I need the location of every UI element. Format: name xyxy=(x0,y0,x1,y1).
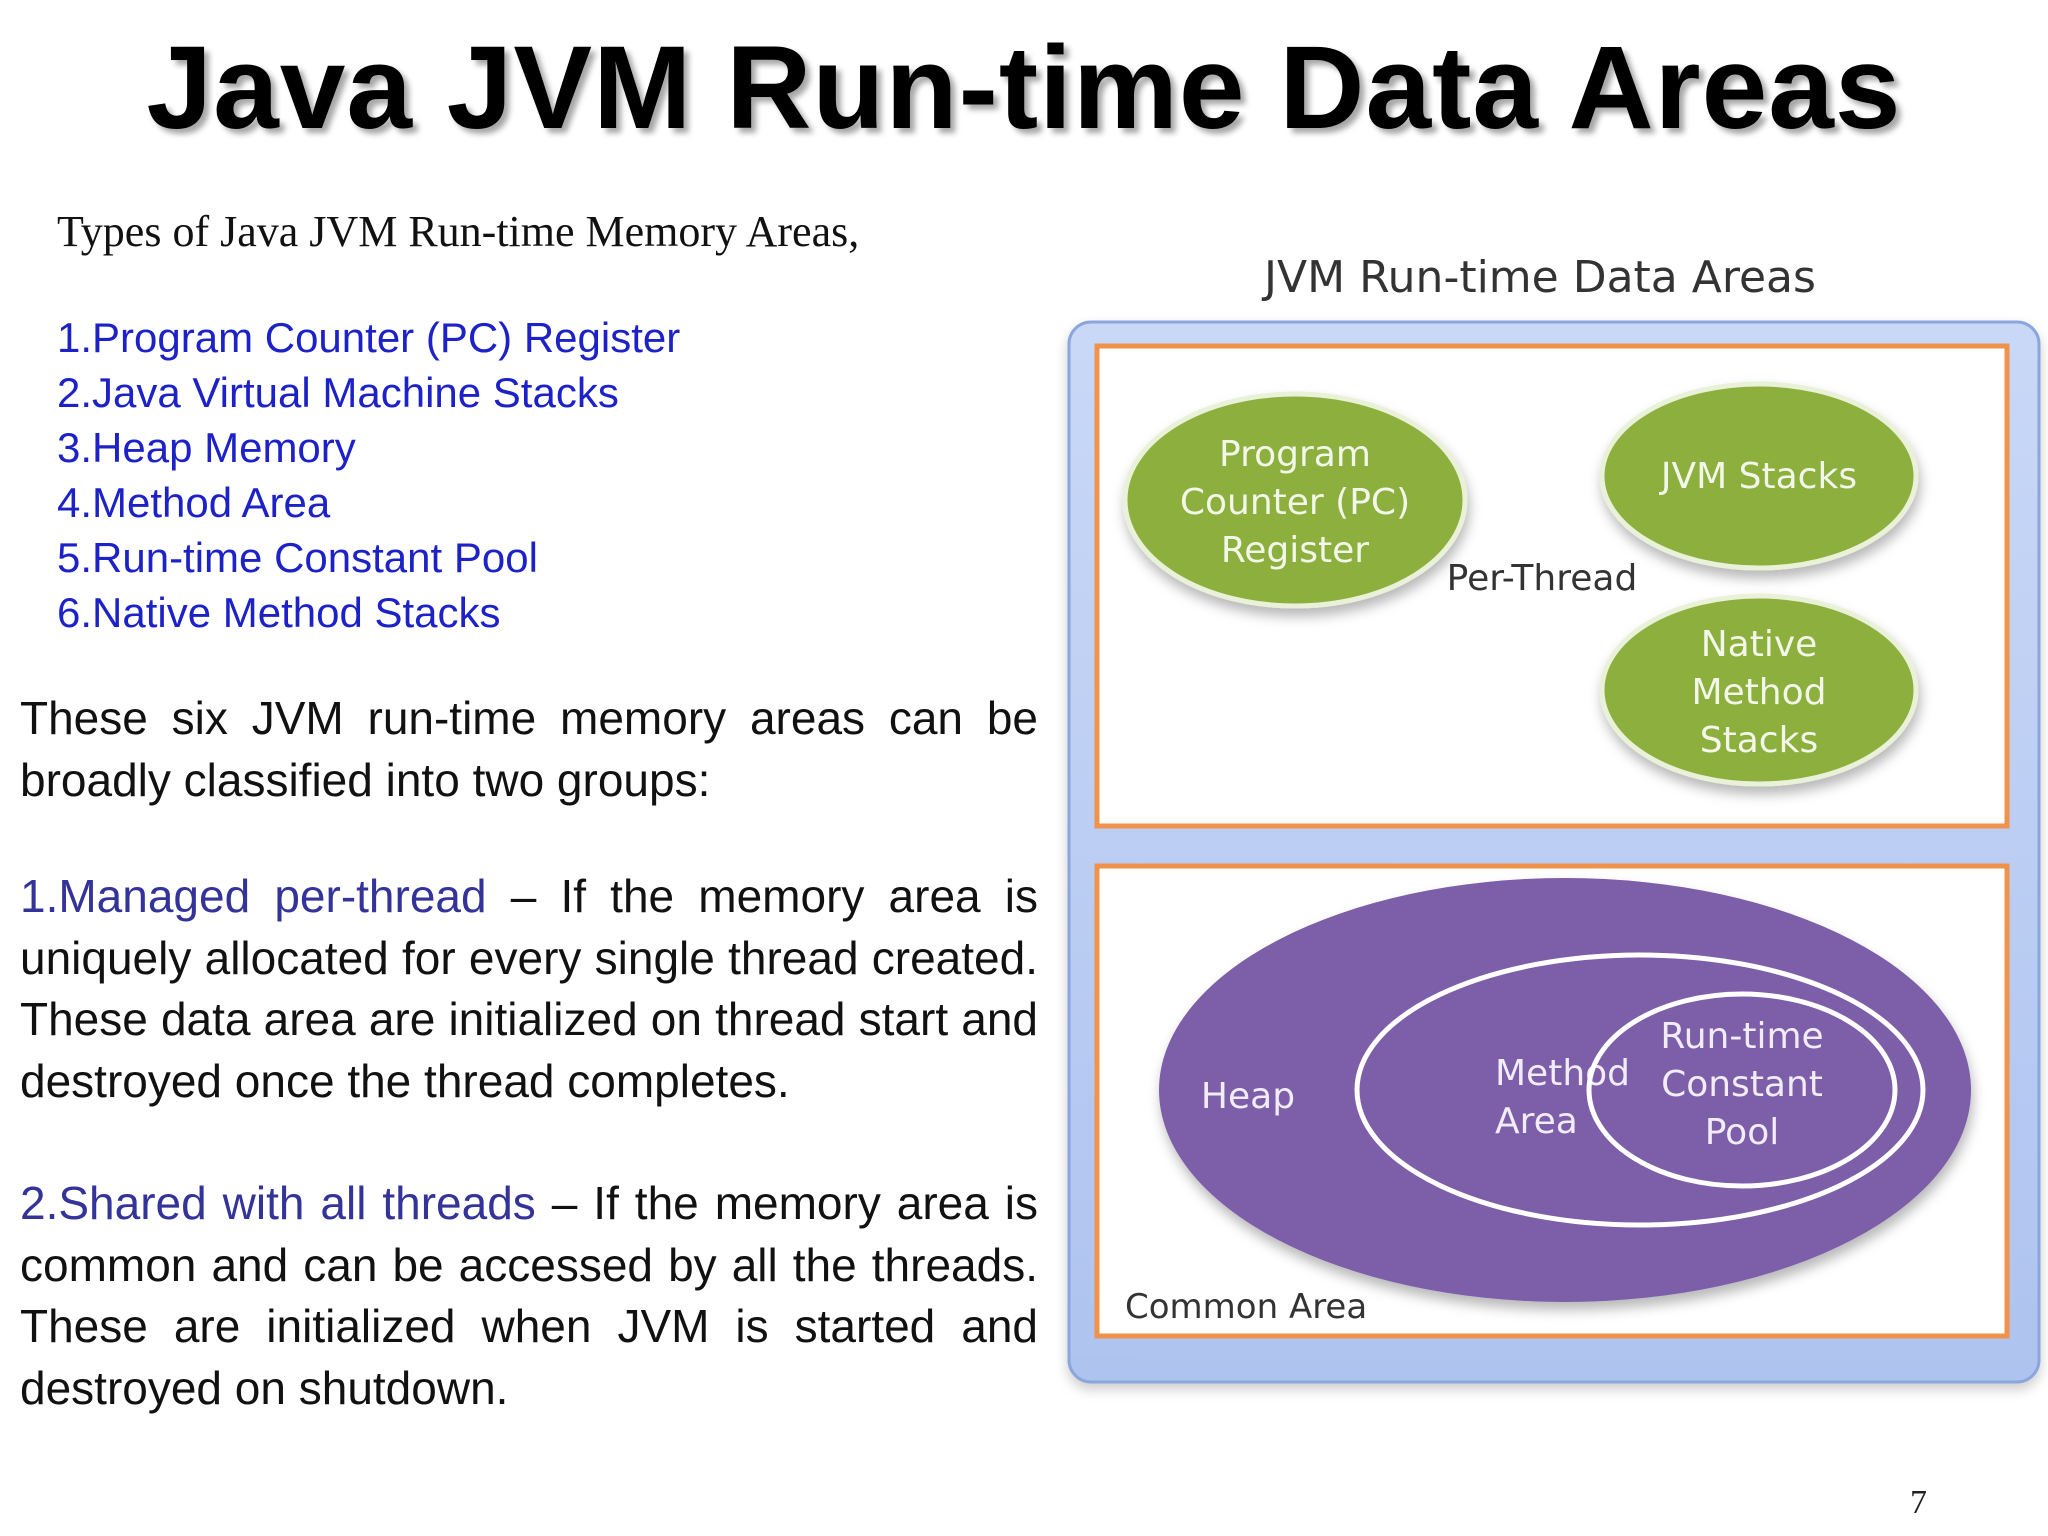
constant-pool-ellipse xyxy=(1586,991,1898,1189)
method-area-label-1: Method xyxy=(1495,1053,1630,1094)
pc-register-label-1: Program xyxy=(1219,434,1371,475)
method-area-label-2: Area xyxy=(1495,1101,1578,1142)
native-stacks-label-1: Native xyxy=(1701,624,1818,665)
list-item: 4.Method Area xyxy=(57,479,331,526)
list-item: 1.Program Counter (PC) Register xyxy=(57,314,681,361)
list-item: 2.Java Virtual Machine Stacks xyxy=(57,369,619,416)
per-thread-label: Per-Thread xyxy=(1447,558,1638,599)
jvm-diagram-svg: JVM Run-time Data Areas Program Counter … xyxy=(1067,252,2041,1384)
jvm-stacks-label: JVM Stacks xyxy=(1659,456,1857,497)
common-area-label: Common Area xyxy=(1125,1287,1367,1327)
pc-register-ellipse xyxy=(1122,391,1468,609)
native-stacks-ellipse xyxy=(1599,593,1919,787)
method-area-ellipse xyxy=(1354,952,1926,1228)
native-stacks-label-3: Stacks xyxy=(1700,720,1818,761)
list-item: 5.Run-time Constant Pool xyxy=(57,534,538,581)
constant-pool-label-1: Run-time xyxy=(1660,1016,1823,1057)
jvm-stacks-ellipse xyxy=(1599,381,1919,571)
pc-register-label-2: Counter (PC) xyxy=(1180,482,1410,523)
intro-text: Types of Java JVM Run-time Memory Areas, xyxy=(57,207,860,256)
group1-paragraph: 1.Managed per-thread – If the memory are… xyxy=(20,866,1038,1112)
list-item: 6.Native Method Stacks xyxy=(57,589,501,636)
page-number: 7 xyxy=(1910,1484,1927,1521)
classification-paragraph: These six JVM run-time memory areas can … xyxy=(20,692,1038,806)
group1-text: – If the memory area is uniquely allocat… xyxy=(20,870,1038,1107)
constant-pool-label-3: Pool xyxy=(1705,1112,1779,1153)
constant-pool-label-2: Constant xyxy=(1661,1064,1823,1105)
list-item: 3.Heap Memory xyxy=(57,424,356,471)
slide-title: Java JVM Run-time Data Areas xyxy=(146,22,1902,154)
heap-ellipse xyxy=(1159,878,1971,1302)
group1-term: 1.Managed per-thread xyxy=(20,870,487,922)
jvm-diagram: JVM Run-time Data Areas Program Counter … xyxy=(1055,230,2048,1430)
group2-text: – If the memory area is common and can b… xyxy=(20,1177,1039,1414)
group2-paragraph: 2.Shared with all threads – If the memor… xyxy=(20,1173,1038,1419)
pc-register-label-3: Register xyxy=(1221,530,1369,571)
group2-term: 2.Shared with all threads xyxy=(20,1177,536,1229)
native-stacks-label-2: Method xyxy=(1691,672,1826,713)
memory-area-list: 1.Program Counter (PC) Register 2.Java V… xyxy=(57,310,680,640)
heap-label: Heap xyxy=(1201,1076,1295,1117)
diagram-title: JVM Run-time Data Areas xyxy=(1261,252,1816,303)
